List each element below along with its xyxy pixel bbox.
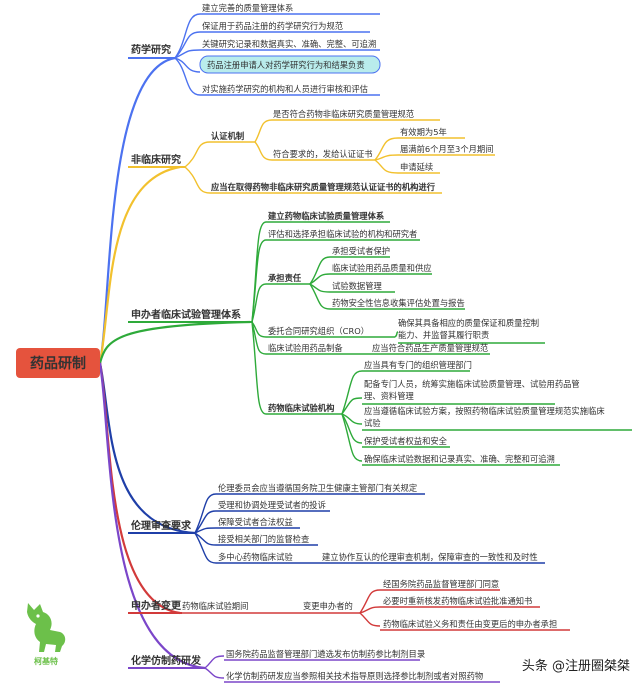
ethics-item: 受理和协调处理受试者的投诉 bbox=[218, 500, 326, 510]
ethics-multi-label: 多中心药物临床试验 bbox=[218, 552, 293, 562]
sponsor-cro-item: 确保其具备相应的质量保证和质量控制 bbox=[398, 318, 539, 328]
nonclinical-cert-a: 是否符合药物非临床研究质量管理规范 bbox=[273, 109, 414, 119]
watermark: 头条 @注册圈桀桀 bbox=[522, 658, 630, 674]
nonclinical-cert-label: 认证机制 bbox=[211, 131, 244, 141]
sponsor-inst-item: 应当遵循临床试验方案，按照药物临床试验质量管理规范实施临床 bbox=[364, 406, 605, 416]
change-item: 必要时重新核发药物临床试验批准通知书 bbox=[383, 596, 532, 606]
sponsor-inst-item: 应当具有专门的组织管理部门 bbox=[364, 360, 472, 370]
root-node[interactable]: 药品研制 bbox=[16, 348, 100, 378]
pharma-item: 保证用于药品注册的药学研究行为规范 bbox=[202, 21, 343, 31]
nonclinical-cert-b: 符合要求的，发给认证证书 bbox=[273, 149, 373, 159]
nonclinical-cert-b-item: 届满前6个月至3个月期间 bbox=[400, 144, 494, 154]
sponsor-drug-item: 应当符合药品生产质量管理规范 bbox=[372, 343, 488, 353]
change-item: 经国务院药品监督管理部门同意 bbox=[383, 579, 499, 589]
sponsor-inst-label: 药物临床试验机构 bbox=[268, 403, 334, 413]
branch-sponsor-label[interactable]: 申办者临床试验管理体系 bbox=[131, 308, 241, 321]
generic-item: 国务院药品监督管理部门遴选发布仿制药参比制剂目录 bbox=[226, 649, 425, 659]
sponsor-inst-item: 保护受试者权益和安全 bbox=[364, 436, 448, 446]
pharma-item: 对实施药学研究的机构和人员进行审核和评估 bbox=[202, 84, 368, 94]
pharma-item-highlight: 药品注册申请人对药学研究行为和结果负责 bbox=[207, 60, 365, 70]
sponsor-cro-label: 委托合同研究组织（CRO） bbox=[268, 326, 369, 336]
sponsor-inst-item: 试验 bbox=[364, 418, 381, 428]
generic-item: 化学仿制药研发应当参照相关技术指导原则选择参比制剂或者对照药物 bbox=[226, 671, 483, 681]
pharma-item: 关键研究记录和数据真实、准确、完整、可追溯 bbox=[202, 39, 376, 49]
branch-change-label[interactable]: 申办者变更 bbox=[131, 599, 182, 612]
sponsor-duty-item: 承担受试者保护 bbox=[332, 246, 390, 256]
connector-sponsor bbox=[98, 320, 251, 364]
sponsor-cro-item: 能力、并监督其履行职责 bbox=[398, 330, 489, 340]
logo: 柯基特 bbox=[27, 603, 66, 666]
nonclinical-cert-b-item: 申请延续 bbox=[400, 162, 433, 172]
dog-icon bbox=[27, 603, 66, 652]
sponsor-inst-item: 理、资料管理 bbox=[364, 391, 414, 401]
ethics-multi-item: 建立协作互认的伦理审查机制，保障审查的一致性和及时性 bbox=[322, 552, 538, 562]
ethics-item: 伦理委员会应当遵循国务院卫生健康主管部门有关规定 bbox=[218, 483, 417, 493]
pharma-item: 建立完善的质量管理体系 bbox=[202, 3, 293, 13]
ethics-item: 接受相关部门的监督检查 bbox=[218, 534, 309, 544]
change-sub2: 变更申办者的 bbox=[303, 601, 353, 611]
sponsor-item: 建立药物临床试验质量管理体系 bbox=[267, 211, 385, 221]
ethics-item: 保障受试者合法权益 bbox=[218, 517, 293, 527]
change-item: 药物临床试验义务和责任由变更后的申办者承担 bbox=[383, 619, 557, 629]
connector-nonclinical bbox=[98, 165, 181, 364]
sponsor-duty-item: 药物安全性信息收集评估处置与报告 bbox=[332, 298, 465, 308]
branch-ethics-label[interactable]: 伦理审查要求 bbox=[131, 519, 192, 532]
sponsor-drug-label: 临床试验用药品制备 bbox=[268, 343, 343, 353]
nonclinical-last: 应当在取得药物非临床研究质量管理规范认证证书的机构进行 bbox=[211, 182, 436, 192]
nonclinical-cert-b-item: 有效期为5年 bbox=[400, 127, 447, 137]
connector-generic bbox=[98, 362, 206, 670]
sponsor-duty-item: 试验数据管理 bbox=[332, 281, 382, 291]
logo-text: 柯基特 bbox=[34, 656, 58, 666]
change-sub: 药物临床试验期间 bbox=[182, 601, 248, 611]
sponsor-duty-label: 承担责任 bbox=[268, 273, 302, 283]
sponsor-item: 评估和选择承担临床试验的机构和研究者 bbox=[268, 229, 417, 239]
pharma-highlight-box bbox=[199, 55, 381, 74]
branch-nonclinical-label[interactable]: 非临床研究 bbox=[131, 153, 181, 166]
branch-pharma-label[interactable]: 药学研究 bbox=[131, 43, 171, 56]
sponsor-inst-item: 配备专门人员，统筹实施临床试验质量管理、试验用药品管 bbox=[364, 379, 580, 389]
sponsor-duty-item: 临床试验用药品质量和供应 bbox=[332, 263, 432, 273]
branch-generic-label[interactable]: 化学仿制药研发 bbox=[131, 654, 202, 667]
root-label: 药品研制 bbox=[30, 355, 86, 372]
sponsor-inst-item: 确保临床试验数据和记录真实、准确、完整和可追溯 bbox=[364, 454, 555, 464]
